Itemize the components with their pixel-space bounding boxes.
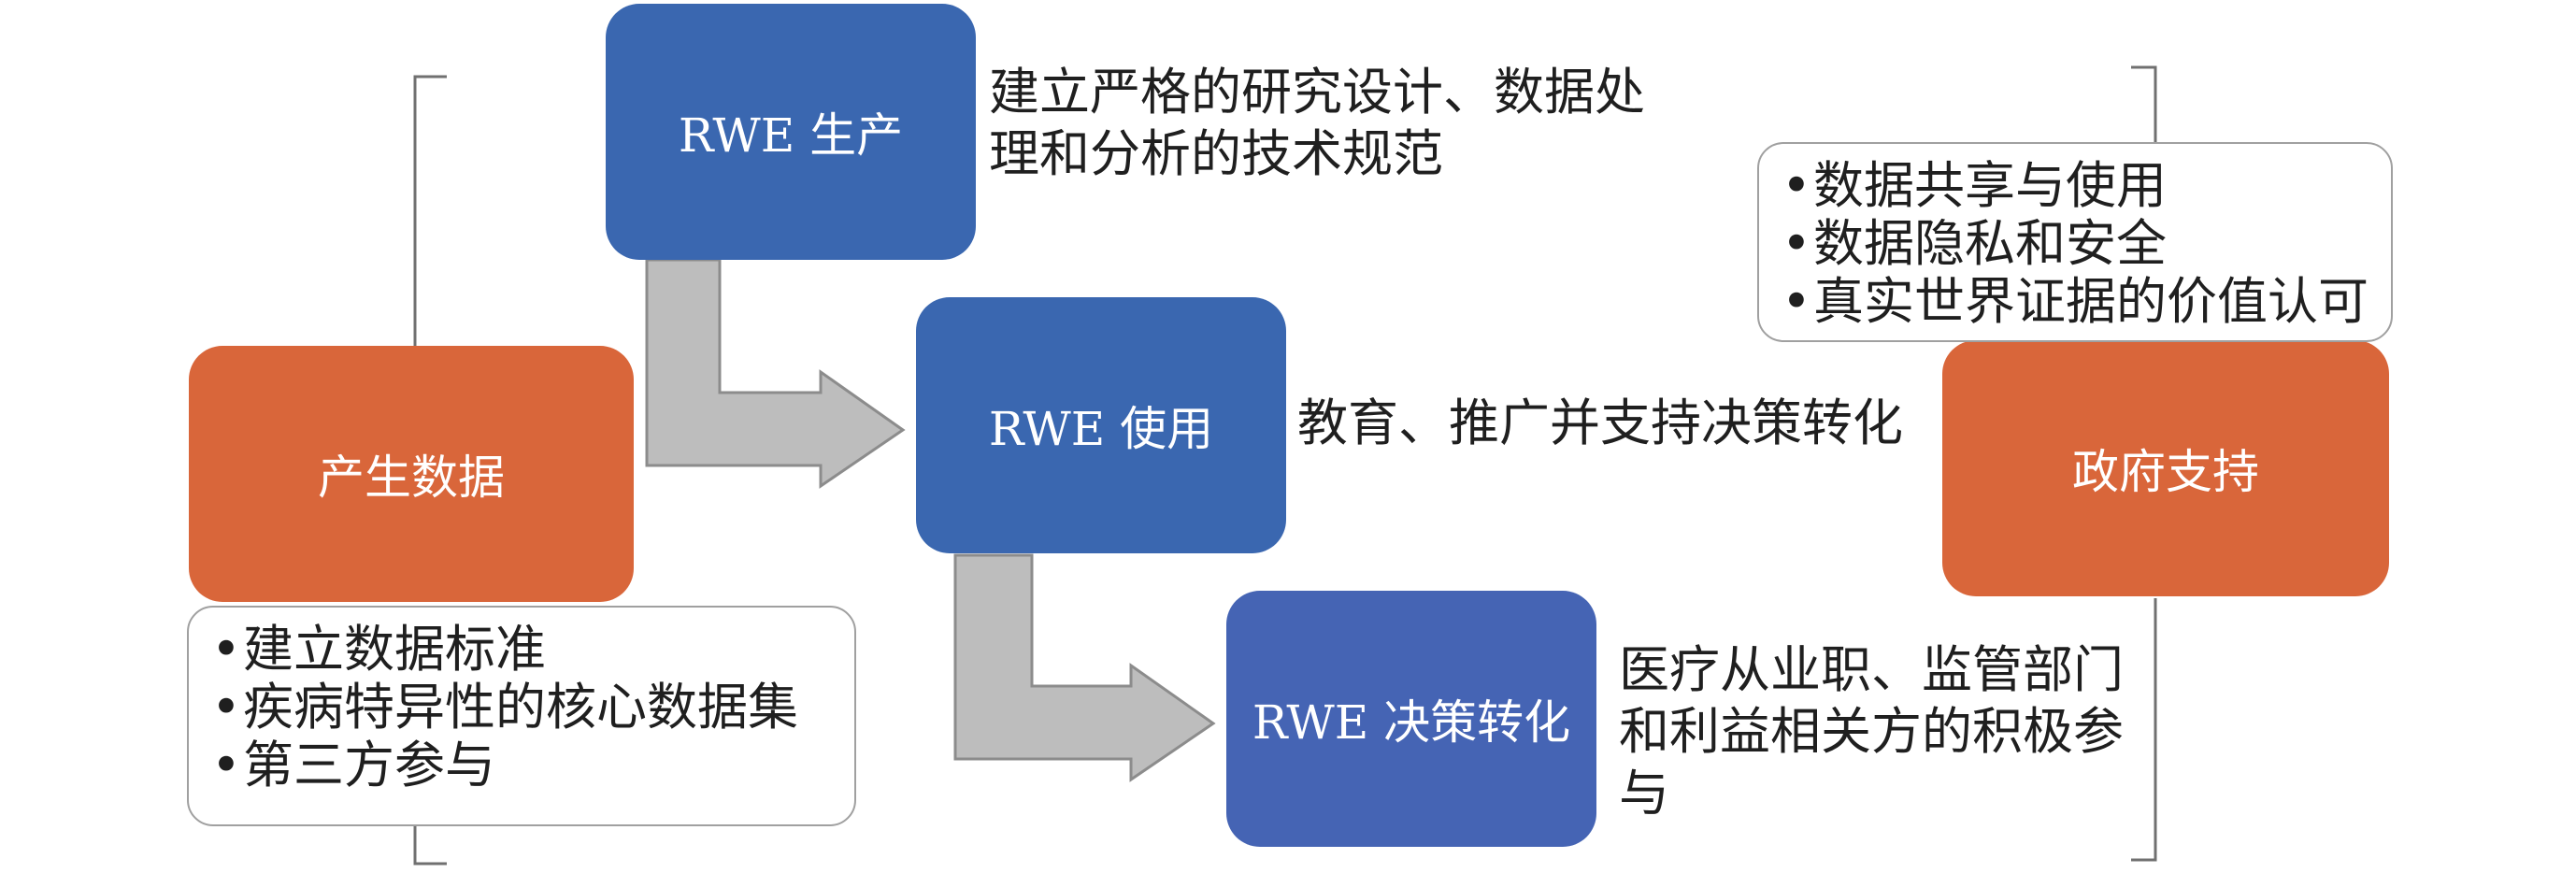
- gov-support-list: •数据共享与使用 •数据隐私和安全 •真实世界证据的价值认可: [1757, 142, 2393, 342]
- right-bracket: [2131, 65, 2157, 862]
- node-rwe-produce: RWE 生产: [606, 4, 976, 260]
- list-item-text: 疾病特异性的核心数据集: [243, 678, 798, 737]
- list-item-text: 第三方参与: [243, 736, 495, 794]
- list-item-text: 数据共享与使用: [1813, 156, 2167, 215]
- decision-description: 医疗从业职、监管部门 和利益相关方的积极参 与: [1619, 639, 2124, 824]
- decision-description-line3: 与: [1619, 764, 1669, 823]
- arrow-produce-to-use: [645, 258, 906, 489]
- left-bracket: [413, 75, 447, 866]
- produce-description-line1: 建立严格的研究设计、数据处: [989, 63, 1645, 122]
- list-item-text: 真实世界证据的价值认可: [1813, 272, 2368, 331]
- bullet: •: [211, 678, 241, 737]
- bullet: •: [1782, 156, 1811, 215]
- bullet: •: [1782, 214, 1811, 273]
- node-rwe-use: RWE 使用: [916, 297, 1286, 553]
- bullet: •: [1782, 272, 1811, 331]
- bullet: •: [211, 620, 241, 679]
- node-rwe-decision-label: RWE 决策转化: [1252, 695, 1571, 750]
- produce-description: 建立严格的研究设计、数据处 理和分析的技术规范: [989, 62, 1645, 185]
- list-item: •真实世界证据的价值认可: [1782, 273, 2368, 331]
- node-gov-support: 政府支持: [1942, 340, 2389, 596]
- list-item: •第三方参与: [211, 737, 832, 794]
- list-item: •数据隐私和安全: [1782, 215, 2368, 273]
- use-description: 教育、推广并支持决策转化: [1297, 393, 1903, 454]
- arrow-use-to-decision: [953, 553, 1216, 782]
- data-requirements-list: •建立数据标准 •疾病特异性的核心数据集 •第三方参与: [187, 606, 856, 826]
- list-item: •建立数据标准: [211, 621, 832, 679]
- list-item-text: 数据隐私和安全: [1813, 214, 2167, 273]
- produce-description-line2: 理和分析的技术规范: [989, 124, 1443, 183]
- node-generate-data: 产生数据: [189, 346, 634, 602]
- list-item: •疾病特异性的核心数据集: [211, 679, 832, 737]
- decision-description-line1: 医疗从业职、监管部门: [1619, 640, 2124, 699]
- list-item: •数据共享与使用: [1782, 157, 2368, 215]
- use-description-line1: 教育、推广并支持决策转化: [1297, 394, 1903, 452]
- node-rwe-use-label: RWE 使用: [988, 402, 1214, 456]
- bullet: •: [211, 736, 241, 794]
- node-gov-support-label: 政府支持: [2072, 445, 2259, 499]
- list-item-text: 建立数据标准: [243, 620, 546, 679]
- decision-description-line2: 和利益相关方的积极参: [1619, 702, 2124, 761]
- node-rwe-produce-label: RWE 生产: [678, 108, 904, 163]
- node-generate-data-label: 产生数据: [318, 451, 505, 505]
- node-rwe-decision: RWE 决策转化: [1226, 591, 1596, 847]
